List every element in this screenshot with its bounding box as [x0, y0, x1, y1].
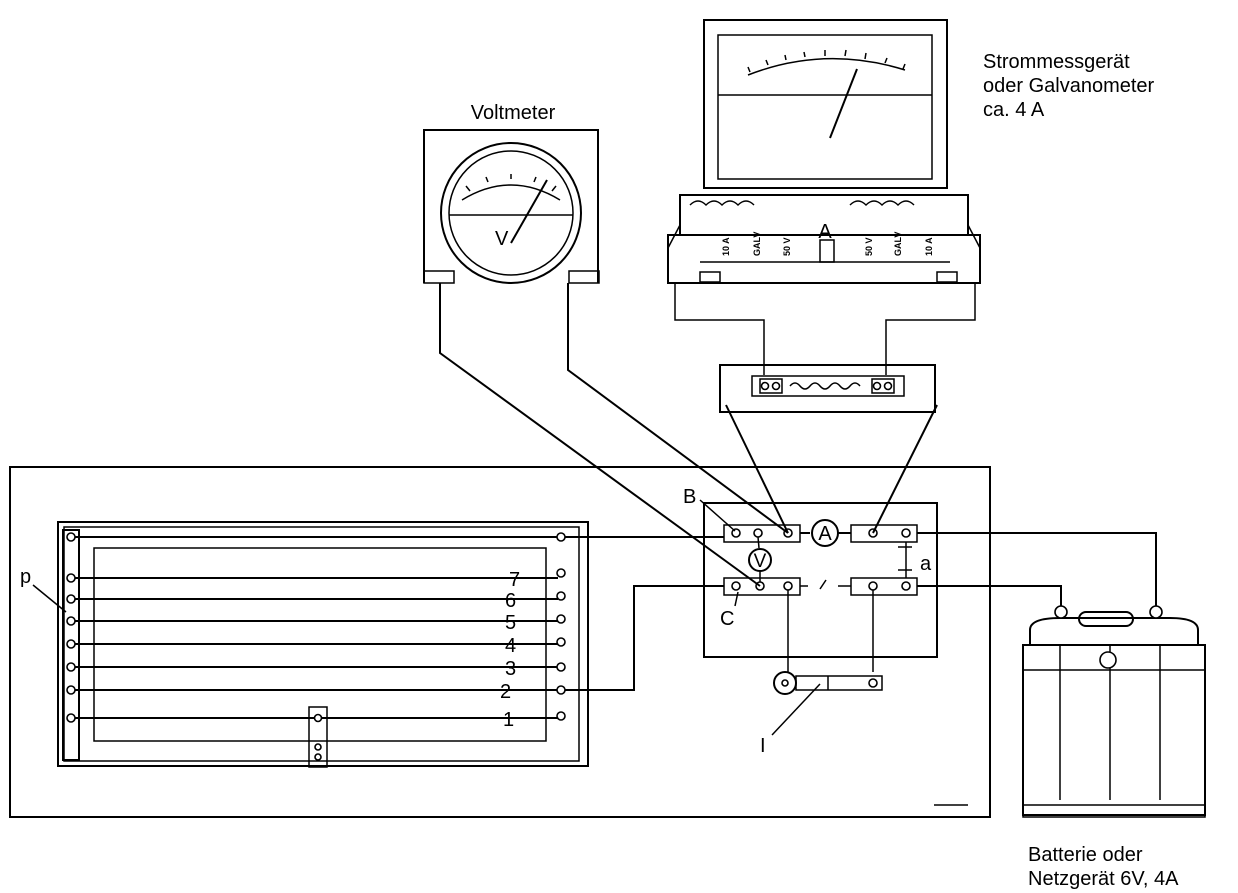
terminal-label-10a-right: 10 A — [924, 237, 934, 256]
voltmeter-title: Voltmeter — [471, 102, 556, 124]
meter-terminal-labels: 10 A GALV 50 V 50 V GALV 10 A — [721, 232, 934, 256]
base-board — [9, 466, 991, 818]
ammeter-dial-letter: A — [818, 221, 832, 243]
wire-clamp — [308, 706, 328, 768]
wire-number-4: 4 — [505, 635, 516, 657]
wire-board: 7 6 5 4 3 2 1 p — [20, 521, 589, 768]
ammeter-caption: Strommessgerät oder Galvanometer ca. 4 A — [983, 50, 1154, 122]
battery-caption-line-1: Batterie oder — [1028, 844, 1143, 866]
wire-number-6: 6 — [505, 590, 516, 612]
battery — [1022, 605, 1206, 818]
wire-number-2: 2 — [500, 681, 511, 703]
ammeter-caption-line-2: oder Galvanometer — [983, 75, 1155, 97]
ammeter-caption-line-1: Strommessgerät — [983, 51, 1130, 73]
terminal-label-50v-left: 50 V — [782, 237, 792, 256]
connection-wires — [439, 283, 1157, 691]
label-a: a — [920, 553, 932, 575]
terminal-label-10a-left: 10 A — [721, 237, 731, 256]
ammeter-caption-line-3: ca. 4 A — [983, 99, 1045, 121]
ammeter-symbol-letter: A — [818, 523, 832, 545]
label-p: p — [20, 566, 31, 588]
contact-strip-p — [66, 532, 76, 723]
voltmeter-instrument: V — [423, 129, 600, 284]
ammeter-instrument: A 10 A GALV 50 V 50 V GALV 10 A — [667, 19, 981, 375]
test-wires — [75, 568, 566, 721]
label-C: C — [720, 608, 734, 630]
label-B: B — [683, 486, 696, 508]
voltmeter-dial-letter: V — [495, 228, 509, 250]
wire-number-7: 7 — [509, 569, 520, 591]
terminal-label-50v-right: 50 V — [864, 237, 874, 256]
wire-number-5: 5 — [505, 612, 516, 634]
voltmeter-symbol-letter: V — [754, 551, 767, 572]
wire-number-1: 1 — [503, 709, 514, 731]
switch-panel: A V a I B C — [683, 486, 938, 757]
battery-caption-line-2: Netzgerät 6V, 4A — [1028, 868, 1179, 890]
terminal-label-galv-right: GALV — [893, 232, 903, 256]
battery-caption: Batterie oder Netzgerät 6V, 4A — [1028, 843, 1178, 891]
shunt-box — [719, 364, 936, 413]
terminal-label-galv-left: GALV — [752, 232, 762, 256]
wire-number-3: 3 — [505, 658, 516, 680]
label-I: I — [760, 735, 766, 757]
